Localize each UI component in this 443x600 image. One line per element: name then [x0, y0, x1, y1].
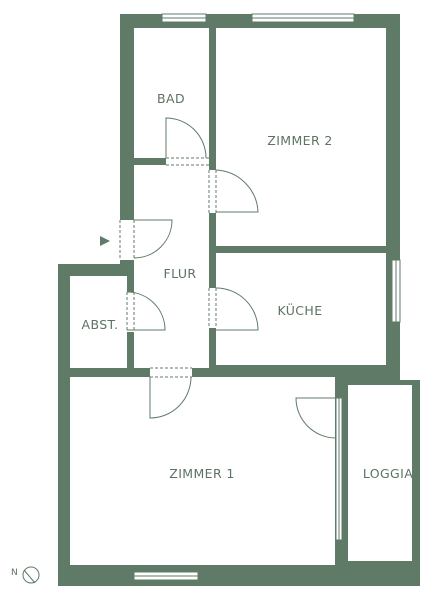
door-zimmer1: [149, 376, 192, 419]
door-loggia: [295, 397, 337, 439]
label-flur: FLUR: [164, 266, 197, 281]
door-thresholds: [119, 157, 217, 378]
room-loggia: [348, 385, 412, 561]
door-bad: [165, 117, 207, 159]
room-bad: [134, 28, 209, 158]
north-compass-icon: N: [11, 566, 40, 584]
door-openings: [120, 158, 216, 377]
room-zimmer2: [216, 28, 386, 246]
room-kueche: [216, 253, 386, 365]
room-floors: [70, 28, 412, 565]
door-swings: [126, 117, 337, 439]
room-flur: [134, 165, 209, 368]
room-labels: BAD ZIMMER 2 FLUR KÜCHE ABST. ZIMMER 1 L…: [82, 91, 413, 481]
door-zimmer2: [215, 169, 259, 213]
room-abst: [70, 276, 127, 368]
entrance-arrow-icon: [100, 236, 110, 246]
door-kueche: [215, 287, 259, 331]
label-bad: BAD: [157, 91, 185, 106]
room-zimmer1: [70, 377, 335, 565]
door-abst: [126, 291, 166, 331]
door-entrance: [133, 219, 173, 259]
label-zimmer1: ZIMMER 1: [169, 466, 235, 481]
windows: [133, 13, 401, 581]
shaft-boxes: [74, 358, 91, 368]
label-abst: ABST.: [82, 317, 119, 332]
compass-north-label: N: [11, 568, 18, 578]
label-zimmer2: ZIMMER 2: [267, 133, 333, 148]
label-kueche: KÜCHE: [277, 302, 322, 318]
label-loggia: LOGGIA: [363, 466, 413, 481]
